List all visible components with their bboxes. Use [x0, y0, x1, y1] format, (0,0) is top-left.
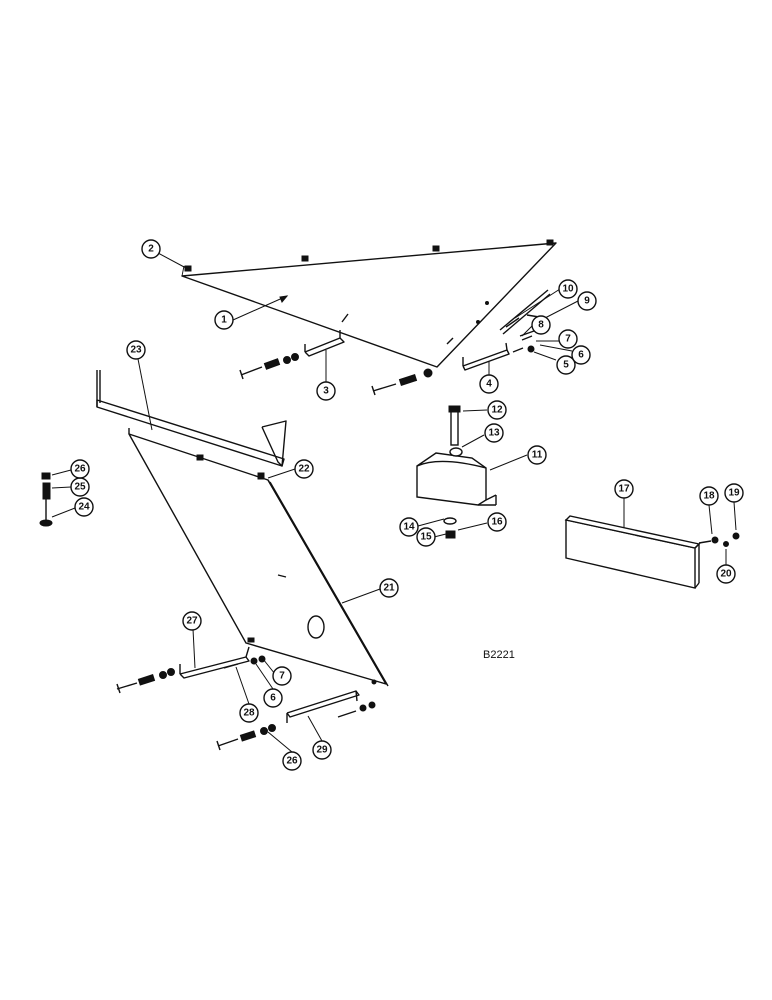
- callout-8: 8: [531, 315, 551, 335]
- svg-text:9: 9: [584, 296, 590, 307]
- svg-text:24: 24: [78, 502, 90, 513]
- svg-text:26: 26: [286, 756, 298, 767]
- svg-text:5: 5: [563, 360, 569, 371]
- callout-7: 7: [558, 329, 578, 349]
- callout-1: 1: [214, 310, 234, 330]
- svg-text:4: 4: [486, 379, 492, 390]
- svg-text:7: 7: [279, 671, 285, 682]
- svg-text:6: 6: [578, 350, 584, 361]
- callout-29: 29: [312, 740, 332, 760]
- svg-text:15: 15: [420, 532, 432, 543]
- svg-text:17: 17: [618, 484, 630, 495]
- svg-text:16: 16: [491, 517, 503, 528]
- callout-28: 28: [239, 703, 259, 723]
- callout-13: 13: [484, 423, 504, 443]
- svg-text:6: 6: [270, 693, 276, 704]
- svg-text:29: 29: [316, 745, 328, 756]
- callout-26-upper: 26: [70, 459, 90, 479]
- svg-text:11: 11: [532, 450, 543, 461]
- callout-7-lower: 7: [272, 666, 292, 686]
- callout-6: 6: [571, 345, 591, 365]
- cover-11-assembly: [416, 405, 497, 539]
- callout-4: 4: [479, 374, 499, 394]
- svg-text:1: 1: [221, 315, 227, 326]
- callout-21: 21: [379, 578, 399, 598]
- callout-5: 5: [556, 355, 576, 375]
- callout-14: 14: [399, 517, 419, 537]
- hardware-stack-24-26: [39, 472, 53, 527]
- bracket-3-assembly: [239, 330, 345, 380]
- svg-text:2: 2: [148, 244, 154, 255]
- upper-shield-panel: [181, 239, 557, 368]
- svg-text:28: 28: [243, 708, 255, 719]
- svg-text:23: 23: [130, 345, 142, 356]
- drawing-code-label: B2221: [483, 649, 515, 661]
- callout-26-lower: 26: [282, 751, 302, 771]
- svg-text:7: 7: [565, 334, 571, 345]
- bracket-4-assembly: [462, 314, 546, 371]
- svg-text:25: 25: [74, 482, 86, 493]
- svg-text:8: 8: [538, 320, 544, 331]
- callout-18: 18: [699, 486, 719, 506]
- callout-6-lower: 6: [263, 688, 283, 708]
- bracket-27-assembly: [116, 646, 266, 694]
- svg-text:20: 20: [720, 569, 732, 580]
- bracket-29-assembly: [216, 690, 376, 751]
- svg-text:26: 26: [74, 464, 86, 475]
- svg-text:12: 12: [491, 405, 503, 416]
- svg-text:22: 22: [298, 464, 310, 475]
- callout-20: 20: [716, 564, 736, 584]
- svg-text:13: 13: [488, 428, 500, 439]
- shield-bottom-bolt: [371, 368, 433, 396]
- callout-24: 24: [74, 497, 94, 517]
- callout-9: 9: [577, 291, 597, 311]
- callout-2: 2: [141, 239, 161, 259]
- svg-text:14: 14: [403, 522, 415, 533]
- callout-25: 25: [70, 477, 90, 497]
- leader-lines: [51, 252, 737, 753]
- callout-22: 22: [294, 459, 314, 479]
- callout-10: 10: [558, 279, 578, 299]
- callout-16: 16: [487, 512, 507, 532]
- svg-text:10: 10: [562, 284, 574, 295]
- top-rod-23: [96, 370, 287, 467]
- lower-shield-panel: [128, 428, 389, 687]
- svg-text:27: 27: [186, 616, 198, 627]
- callout-19: 19: [724, 483, 744, 503]
- callout-17: 17: [614, 479, 634, 499]
- panel-17-assembly: [564, 515, 740, 589]
- callout-11: 11: [527, 445, 547, 465]
- callout-3: 3: [316, 381, 336, 401]
- svg-text:18: 18: [703, 491, 715, 502]
- callout-12: 12: [487, 400, 507, 420]
- callout-27: 27: [182, 611, 202, 631]
- callout-23: 23: [126, 340, 146, 360]
- callout-15: 15: [416, 527, 436, 547]
- svg-text:19: 19: [728, 488, 740, 499]
- svg-text:21: 21: [383, 583, 395, 594]
- svg-text:3: 3: [323, 386, 329, 397]
